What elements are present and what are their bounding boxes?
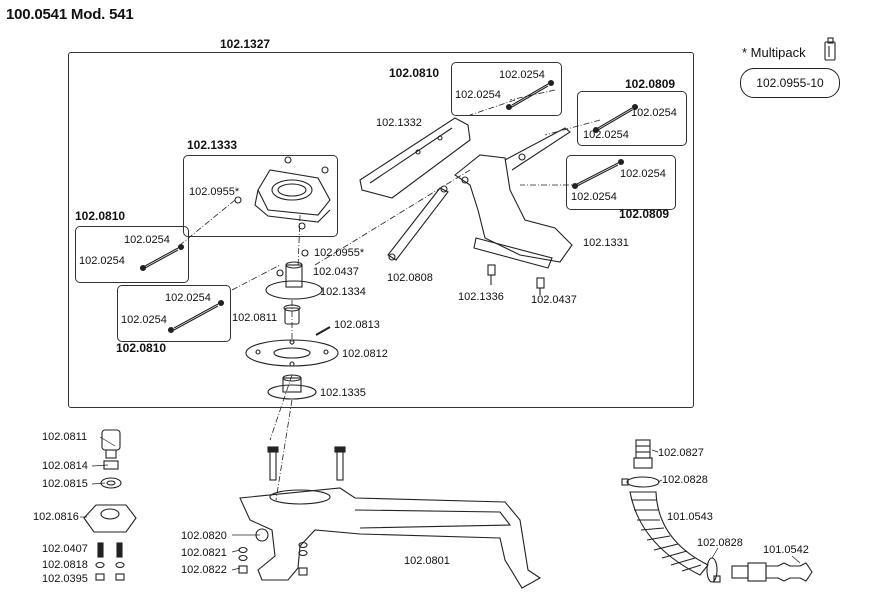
label-0437-right: 102.0437 bbox=[531, 294, 577, 306]
part-0808-arm bbox=[387, 185, 449, 261]
group-0809-lower-title: 102.0809 bbox=[619, 207, 670, 221]
group-0809-upper-a: 102.0254 bbox=[631, 107, 677, 119]
multipack-text: * Multipack bbox=[742, 45, 806, 60]
label-1335: 102.1335 bbox=[320, 387, 366, 399]
label-0813: 102.0813 bbox=[334, 319, 380, 331]
screw-0437-right bbox=[536, 277, 545, 295]
bolt-pair-0810-top bbox=[505, 79, 555, 111]
group-0810-top-title: 102.0810 bbox=[389, 66, 440, 80]
group-0809-upper-title: 102.0809 bbox=[625, 77, 676, 91]
label-0808: 102.0808 bbox=[387, 272, 433, 284]
group-box-1333 bbox=[183, 155, 338, 237]
label-0395: 102.0395 bbox=[42, 573, 88, 585]
group-0810-upper-left-b: 102.0254 bbox=[79, 255, 125, 267]
group-0809-lower-a: 102.0254 bbox=[620, 168, 666, 180]
group-box-0810-upper-left bbox=[75, 226, 189, 283]
part-0801-base bbox=[239, 487, 542, 589]
multipack-part-badge: 102.0955-10 bbox=[740, 68, 840, 98]
part-0811-cap bbox=[101, 429, 121, 459]
frame-label: 102.1327 bbox=[220, 37, 271, 51]
part-0816-flange bbox=[83, 504, 137, 533]
label-1332: 102.1332 bbox=[376, 117, 422, 129]
bolt-pair-0810-upper-left bbox=[139, 243, 185, 272]
part-1332-plate bbox=[359, 117, 471, 199]
part-0407-bolts bbox=[97, 542, 123, 558]
group-0809-lower-b: 102.0254 bbox=[571, 191, 617, 203]
part-1334-plate bbox=[265, 261, 323, 300]
group-0810-lower-left-title: 102.0810 bbox=[116, 341, 167, 355]
group-1333-title: 102.1333 bbox=[187, 138, 238, 152]
group-box-0809-upper bbox=[577, 91, 687, 146]
group-0810-upper-left-a: 102.0254 bbox=[124, 234, 170, 246]
page-title: 100.0541 Mod. 541 bbox=[6, 6, 134, 23]
label-0955-center: 102.0955* bbox=[314, 247, 365, 259]
part-0812-membrane bbox=[245, 339, 339, 367]
label-0407: 102.0407 bbox=[42, 543, 88, 555]
bolt-pair-0809-upper bbox=[592, 103, 639, 134]
group-box-0810-lower-left bbox=[117, 285, 231, 342]
part-0821-washers bbox=[238, 541, 308, 562]
label-0820: 102.0820 bbox=[181, 530, 227, 542]
group-0810-upper-left-title: 102.0810 bbox=[75, 209, 126, 223]
label-0828-top: 102.0828 bbox=[662, 474, 708, 486]
group-0810-lower-left-a: 102.0254 bbox=[165, 292, 211, 304]
label-0811-left: 102.0811 bbox=[42, 431, 88, 443]
label-0543: 101.0543 bbox=[667, 511, 713, 523]
label-0822: 102.0822 bbox=[181, 564, 227, 576]
label-0437-center: 102.0437 bbox=[313, 266, 359, 278]
label-1334: 102.1334 bbox=[320, 286, 366, 298]
part-0818-washers bbox=[95, 561, 125, 569]
label-0801: 102.0801 bbox=[404, 555, 450, 567]
label-0818: 102.0818 bbox=[42, 559, 88, 571]
multipack-label: * Multipack bbox=[742, 45, 806, 60]
part-0395-nuts bbox=[95, 573, 125, 581]
bolt-pair-0810-lower-left bbox=[167, 299, 225, 334]
group-0810-top-a: 102.0254 bbox=[499, 69, 545, 81]
label-0821: 102.0821 bbox=[181, 547, 227, 559]
leader-lines bbox=[80, 436, 801, 571]
group-box-0810-top bbox=[451, 62, 562, 116]
label-0811-center: 102.0811 bbox=[232, 312, 278, 324]
group-1333-part: 102.0955* bbox=[189, 186, 240, 198]
part-0955-screws bbox=[276, 249, 309, 277]
part-0543-hose bbox=[629, 491, 709, 576]
bolt-pair-0809-lower bbox=[571, 158, 625, 190]
group-box-0809-lower bbox=[566, 155, 676, 210]
part-1335-base bbox=[267, 374, 317, 400]
label-0828-bottom: 102.0828 bbox=[697, 537, 743, 549]
part-1331-pedal bbox=[454, 127, 573, 269]
label-1336: 102.1336 bbox=[458, 291, 504, 303]
part-0827-fitting bbox=[633, 439, 653, 469]
part-0813-pin bbox=[315, 326, 331, 336]
label-1331: 102.1331 bbox=[583, 237, 629, 249]
part-0828-clamp-bottom bbox=[706, 557, 721, 583]
label-0812: 102.0812 bbox=[342, 348, 388, 360]
group-0810-lower-left-b: 102.0254 bbox=[121, 314, 167, 326]
part-0542-connector bbox=[731, 562, 813, 582]
label-0816: 102.0816 bbox=[33, 511, 79, 523]
assembly-frame bbox=[68, 52, 694, 408]
label-0814: 102.0814 bbox=[42, 460, 88, 472]
part-0820-bolts bbox=[267, 446, 346, 481]
label-0542: 101.0542 bbox=[763, 544, 809, 556]
group-0810-top-b: 102.0254 bbox=[455, 89, 501, 101]
screw-1336 bbox=[487, 264, 496, 285]
group-0809-upper-b: 102.0254 bbox=[583, 129, 629, 141]
label-0827: 102.0827 bbox=[658, 447, 704, 459]
part-0822-nuts bbox=[238, 565, 308, 576]
multipack-icon bbox=[824, 37, 836, 61]
part-0811-plunger bbox=[283, 304, 301, 325]
label-0815: 102.0815 bbox=[42, 478, 88, 490]
part-0828-clamp-top bbox=[621, 476, 660, 488]
part-1333-housing bbox=[234, 156, 331, 230]
